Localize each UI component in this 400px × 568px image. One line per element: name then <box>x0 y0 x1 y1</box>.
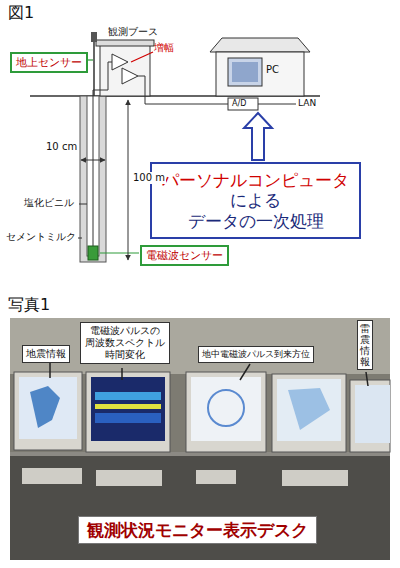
spectrum-band <box>95 413 161 423</box>
part-label: セメントミルク <box>6 231 76 243</box>
figure-number: 写真1 <box>8 296 50 314</box>
lan-cable <box>258 104 296 105</box>
pc-screen <box>232 62 258 82</box>
ad-converter <box>228 98 258 110</box>
photo-background <box>10 318 390 560</box>
dimension-line <box>128 100 129 260</box>
callout-box: 電磁波パルスの 周波数スペクトル 時間変化 <box>80 322 170 364</box>
monitor-photo <box>10 318 390 560</box>
node-text: 地中電磁波パルス到来方位 <box>202 349 310 360</box>
map-image <box>30 386 60 428</box>
ground-sensor <box>91 32 97 42</box>
node-text: による <box>162 190 349 210</box>
desk-edge <box>10 452 390 456</box>
em-sensor <box>88 246 98 260</box>
keyboard <box>22 468 82 484</box>
leader-line <box>131 52 153 62</box>
dimension-label: 10 cm <box>46 141 77 153</box>
keyboard <box>282 470 348 486</box>
monitor-screen <box>19 377 77 439</box>
leader-line <box>78 238 82 239</box>
pointer-line <box>49 362 51 378</box>
node-text: 地上センサー <box>16 56 82 69</box>
amplifier-symbol <box>112 54 128 70</box>
node-text: 雷震情報 <box>360 323 370 367</box>
part-label: 塩化ビニル <box>24 197 74 209</box>
node-text: 電磁波パルスの 周波数スペクトル 時間変化 <box>84 325 166 361</box>
part-label: 観測ブース <box>108 26 158 38</box>
node-text: 地震情報 <box>26 348 66 360</box>
node-text: 電磁波センサー <box>146 249 223 262</box>
amplifier-symbol <box>122 68 138 84</box>
monitor <box>350 380 390 452</box>
leader-line <box>79 204 87 205</box>
sensor-box: 電磁波センサー <box>140 245 229 266</box>
map-image <box>288 388 330 430</box>
monitor-screen <box>355 385 390 443</box>
dimension-line <box>81 160 105 161</box>
callout-box: 地震情報 <box>22 345 70 363</box>
sensor-pole <box>93 42 95 96</box>
signal-cable <box>138 76 228 104</box>
part-label: LAN <box>298 98 316 108</box>
node-text: 観測状況モニター表示デスク <box>87 520 308 540</box>
pc-building <box>216 52 304 96</box>
spectrum-band <box>95 404 161 409</box>
monitor <box>86 372 170 452</box>
spectrum-band <box>95 392 161 400</box>
node-text: パーソナルコンピュータ <box>162 170 349 190</box>
node-text: データの一次処理 <box>162 211 349 231</box>
monitor <box>272 374 346 452</box>
pc-monitor <box>228 58 262 86</box>
pointer-line <box>366 372 368 386</box>
desk <box>10 452 390 560</box>
monitor-screen <box>91 377 165 441</box>
monitor <box>14 372 82 450</box>
wall <box>10 318 390 374</box>
sensor-box: 地上センサー <box>10 52 88 73</box>
signal-cable <box>93 62 112 246</box>
monitor-screen <box>277 379 341 441</box>
leader-line <box>100 252 139 253</box>
caption-box: 観測状況モニター表示デスク <box>78 516 317 544</box>
dimension-label: 100 m <box>132 172 166 184</box>
block-arrow <box>244 113 272 160</box>
part-label: 増幅 <box>154 42 174 54</box>
callout-box: 雷震情報 <box>357 320 373 370</box>
monitor <box>186 372 266 452</box>
pointer-line <box>121 368 123 380</box>
pc-building-roof <box>210 38 310 52</box>
monitor-screen <box>191 377 261 441</box>
direction-plot <box>208 390 244 426</box>
figure-number: 図1 <box>8 4 34 22</box>
telephone <box>196 470 236 484</box>
process-box: パーソナルコンピュータによるデータの一次処理 <box>150 162 361 239</box>
part-label: PC <box>266 64 279 76</box>
keyboard <box>96 470 162 486</box>
pointer-line <box>240 364 250 380</box>
part-label: A/D <box>232 99 246 108</box>
booth-roof <box>96 40 154 46</box>
callout-box: 地中電磁波パルス到来方位 <box>198 346 314 363</box>
